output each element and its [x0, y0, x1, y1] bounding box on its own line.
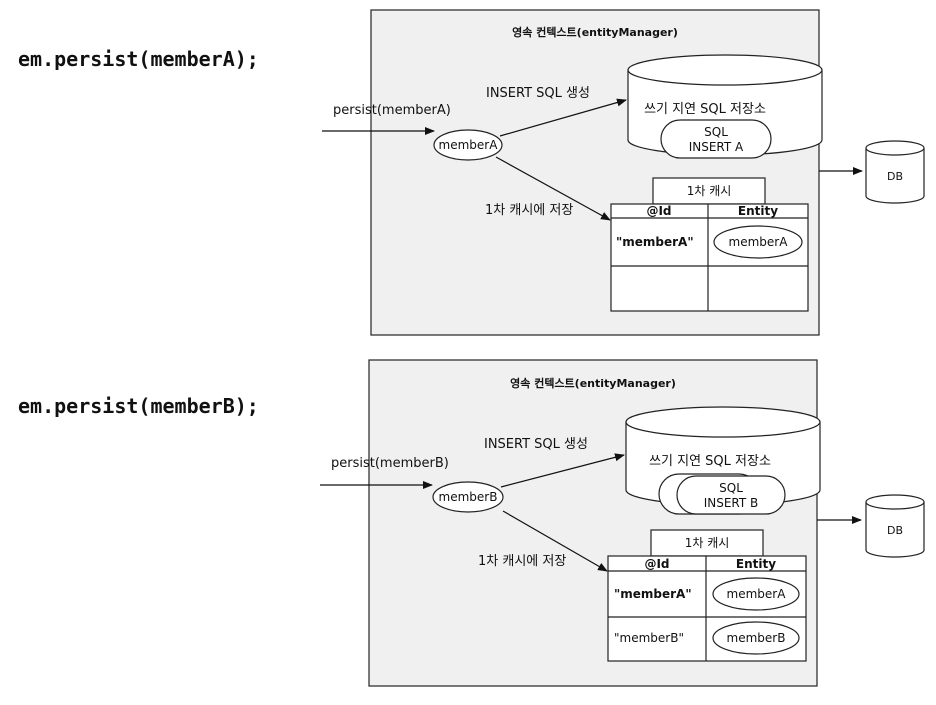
code-line: em.persist(memberA);: [18, 47, 259, 71]
cache-title: 1차 캐시: [687, 184, 732, 198]
sql-item-line1: SQL: [704, 125, 728, 139]
diagram-persist-member-b: em.persist(memberB); 영속 컨텍스트(entityManag…: [18, 359, 925, 687]
insert-sql-arrow: [499, 98, 627, 137]
insert-sql-label: INSERT SQL 생성: [486, 86, 590, 101]
cache-save-label: 1차 캐시에 저장: [485, 203, 573, 218]
entity-node-label: memberA: [439, 138, 499, 152]
insert-sql-label: INSERT SQL 생성: [484, 437, 588, 452]
cache-row-id: "memberA": [616, 235, 694, 249]
cache-row-entity: memberA: [727, 587, 787, 601]
cache-row-entity: memberB: [727, 631, 786, 645]
entity-node: [433, 129, 503, 161]
cache-save-label: 1차 캐시에 저장: [478, 554, 566, 569]
cache-table: [610, 203, 809, 312]
sql-item-line2: INSERT A: [689, 140, 744, 154]
cache-row-entity-node: [712, 577, 800, 611]
diagram-persist-member-a: em.persist(memberA); 영속 컨텍스트(entityManag…: [18, 9, 925, 336]
entity-node-label: memberB: [439, 490, 498, 504]
sql-item-line1: SQL: [719, 481, 743, 495]
sql-item-line2: INSERT B: [704, 496, 759, 510]
sql-item: [676, 475, 786, 515]
cache-row-entity-node: [712, 621, 800, 655]
cache-row-id: "memberB": [614, 631, 684, 645]
cache-header-entity: Entity: [736, 557, 776, 571]
sql-store-label: 쓰기 지연 SQL 저장소: [644, 102, 766, 117]
persist-label: persist(memberA): [333, 103, 451, 118]
cache-header-entity: Entity: [738, 204, 778, 218]
cache-save-arrow: [502, 510, 608, 572]
sql-store-label: 쓰기 지연 SQL 저장소: [649, 454, 771, 469]
code-line: em.persist(memberB);: [18, 394, 259, 418]
db-label: DB: [887, 170, 903, 183]
sql-store-cylinder: [627, 54, 823, 156]
entity-node: [432, 481, 504, 513]
cache-row-id: "memberA": [614, 587, 692, 601]
db-cylinder: [865, 494, 925, 558]
cache-header-id: @Id: [644, 557, 669, 571]
cache-row-entity: memberA: [729, 235, 789, 249]
persistence-context-title: 영속 컨텍스트(entityManager): [510, 376, 676, 390]
cache-title-box: [650, 529, 764, 557]
persistence-context-title: 영속 컨텍스트(entityManager): [512, 25, 678, 39]
db-label: DB: [887, 524, 903, 537]
cache-title: 1차 캐시: [685, 536, 730, 550]
cache-save-arrow: [495, 156, 611, 221]
db-cylinder: [865, 140, 925, 204]
cache-header-id: @Id: [646, 204, 671, 218]
cache-row-entity-node: [713, 225, 803, 259]
persist-label: persist(memberB): [331, 456, 449, 471]
sql-item: [660, 119, 772, 159]
insert-sql-arrow: [500, 453, 625, 488]
